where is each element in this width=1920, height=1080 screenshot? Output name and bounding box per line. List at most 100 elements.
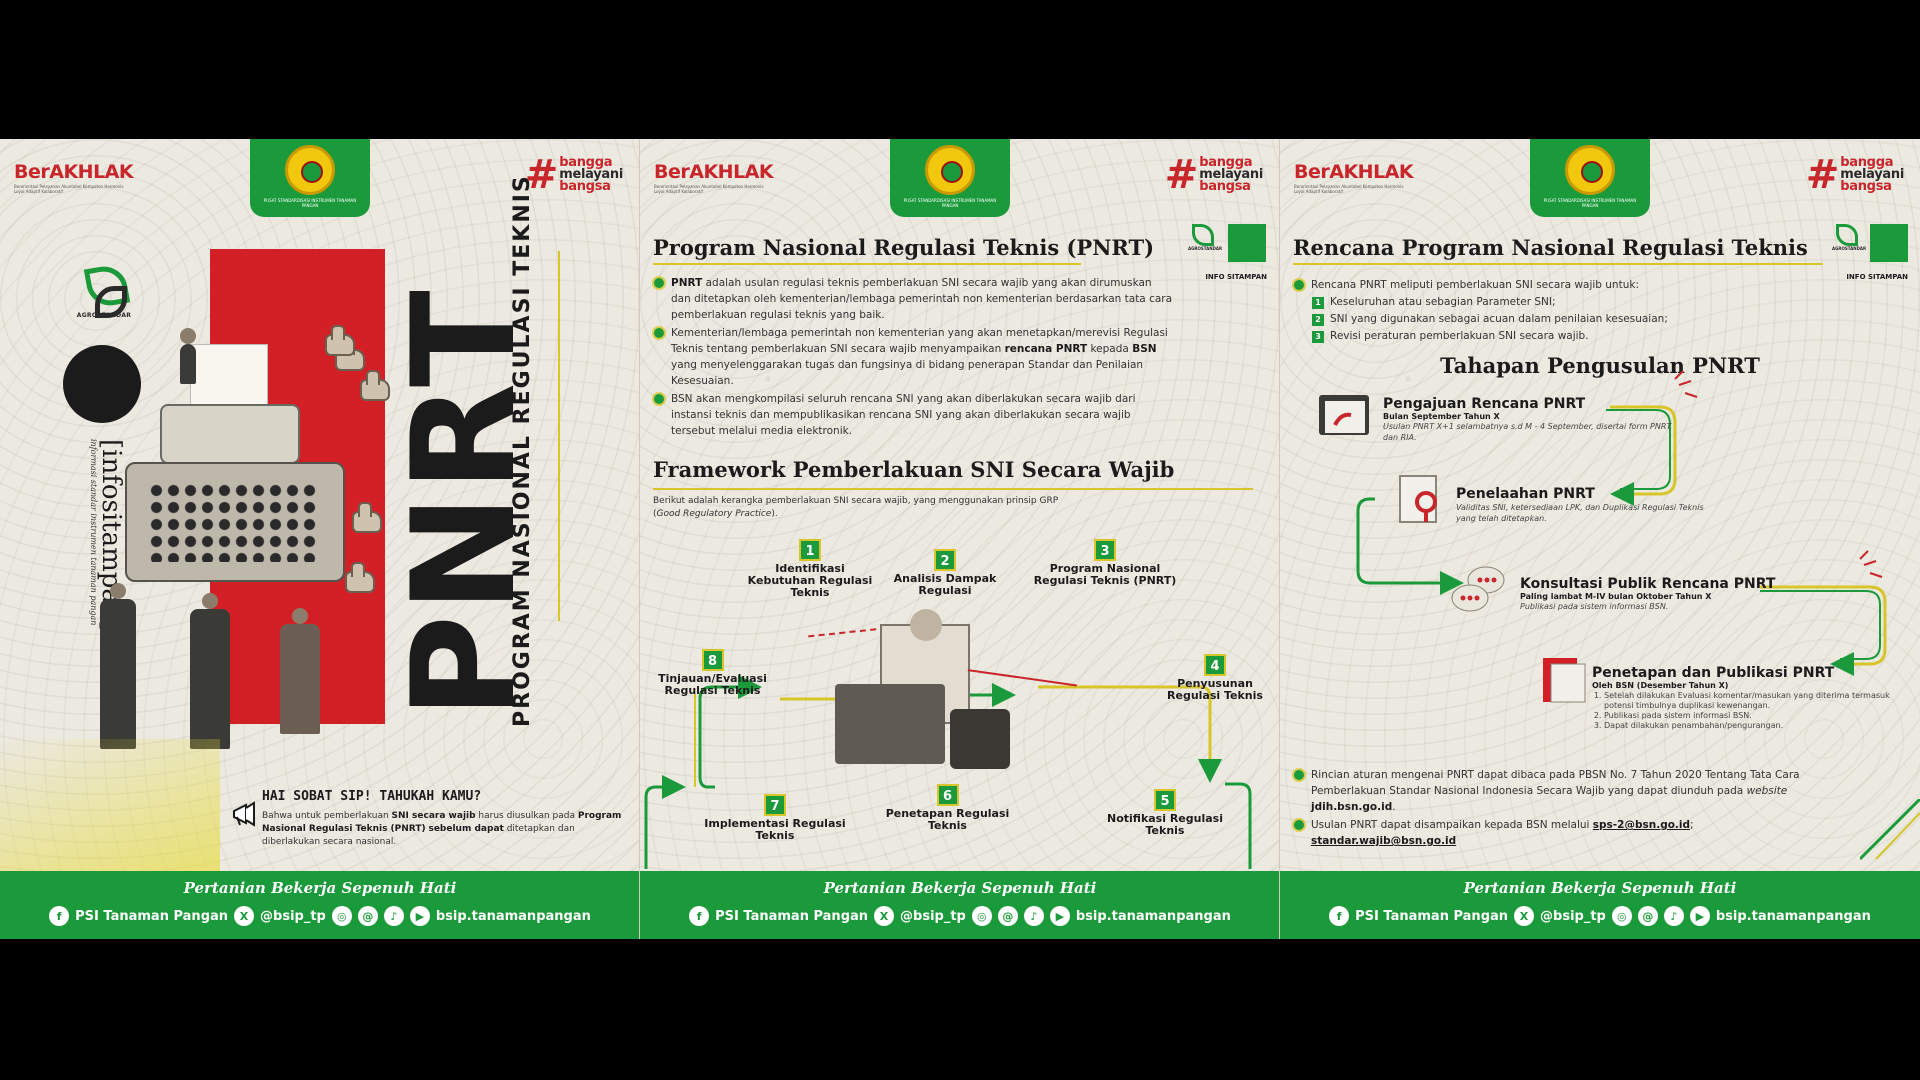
bangga-melayani-logo: # bangga melayani bangsa [1805,152,1905,198]
panel-pnrt-framework: BerAKHLAK Berorientasi Pelayanan Akuntab… [640,139,1280,939]
ministry-emblem-icon [1565,145,1615,195]
tahapan-step-3: Konsultasi Publik Rencana PNRT Paling la… [1520,576,1776,611]
instagram-icon[interactable]: ◎ [1611,906,1632,926]
page-title: Rencana Program Nasional Regulasi Teknis [1293,235,1808,260]
agrostandar-mini-logo: AGROSTANDAR [1188,224,1222,258]
title-underline [653,263,1081,265]
emblem-tab: PUSAT STANDARDISASI INSTRUMEN TANAMAN PA… [890,139,1010,217]
panel-cover: BerAKHLAK Berorientasi Pelayanan Akuntab… [0,139,640,939]
tahapan-step-2: Penelaahan PNRT Validitas SNI, ketersedi… [1456,486,1704,523]
thumbs-up-icon [325,325,355,356]
tahapan-step-4: Penetapan dan Publikasi PNRT Oleh BSN (D… [1592,665,1912,731]
typewriter-top [160,404,300,464]
man-figure-center [190,593,230,749]
list-item: BSN akan mengkompilasi seluruh rencana S… [654,391,1174,439]
threads-icon[interactable]: @ [997,906,1018,926]
framework-step-3: 3 Program Nasional Regulasi Teknis (PNRT… [1025,539,1185,587]
list-item: Rincian aturan mengenai PNRT dapat dibac… [1294,767,1834,815]
youtube-icon[interactable]: ▶ [1689,906,1710,926]
framework-step-2: 2 Analisis Dampak Regulasi [880,549,1010,597]
framework-step-7: 7 Implementasi Regulasi Teknis [695,794,855,842]
framework-step-5: 5 Notifikasi Regulasi Teknis [1100,789,1230,837]
instagram-icon[interactable]: ◎ [971,906,992,926]
x-icon[interactable]: X [1514,906,1535,926]
social-links: f PSI Tanaman Pangan X @bsip_tp ◎ @ ♪ ▶ … [0,906,639,926]
hai-sobat-box: HAI SOBAT SIP! TAHUKAH KAMU? Bahwa untuk… [262,789,632,849]
walking-person-figure [180,328,196,384]
framework-step-8: 8 Tinjauan/Evaluasi Regulasi Teknis [650,649,775,697]
publication-book-icon [1543,658,1586,703]
green-square [1228,224,1266,262]
x-icon[interactable]: X [234,906,255,926]
youtube-icon[interactable]: ▶ [1049,906,1070,926]
framework-intro: Berikut adalah kerangka pemberlakuan SNI… [653,496,1059,519]
instagram-icon[interactable]: ◎ [331,906,352,926]
facebook-icon[interactable]: f [1329,906,1350,926]
section-title: Framework Pemberlakuan SNI Secara Wajib [653,457,1175,482]
social-links: f PSI Tanaman Pangan X @bsip_tp ◎ @ ♪ ▶ … [640,906,1279,926]
berakhlak-logo: BerAKHLAK Berorientasi Pelayanan Akuntab… [14,161,134,194]
tahapan-title: Tahapan Pengusulan PNRT [1440,353,1760,378]
thumbs-up-icon [360,370,390,401]
tiktok-icon[interactable]: ♪ [1023,906,1044,926]
pnrt-bullets: PNRT adalah usulan regulasi teknis pembe… [654,275,1174,441]
hai-sobat-text: Bahwa untuk pemberlakuan SNI secara waji… [262,811,622,847]
man-figure-left [100,583,136,749]
agrostandar-mini-logo: AGROSTANDAR [1832,224,1866,258]
tahapan-flow-arrows [1356,370,1887,676]
rencana-notes: Rincian aturan mengenai PNRT dapat dibac… [1294,767,1834,851]
thumbs-up-icon [352,502,382,533]
youtube-icon[interactable]: ▶ [409,906,430,926]
x-icon[interactable]: X [874,906,895,926]
tiktok-icon[interactable]: ♪ [383,906,404,926]
folder-document-icon [1319,395,1369,435]
title-underline [1293,263,1823,265]
green-square [1870,224,1908,262]
chat-bubbles-icon [1451,566,1505,612]
megaphone-icon [233,801,255,827]
panel-rencana-pnrt: BerAKHLAK Berorientasi Pelayanan Akuntab… [1280,139,1920,939]
thumbs-up-icon [345,562,375,593]
threads-icon[interactable]: @ [1637,906,1658,926]
typewriter-image [950,709,1010,769]
framework-step-4: 4 Penyusunan Regulasi Teknis [1155,654,1275,702]
berakhlak-logo: BerAKHLAK Berorientasi Pelayanan Akuntab… [654,161,774,194]
info-sitampan-badge: INFO SITAMPAN [1205,273,1267,281]
footer: Pertanian Bekerja Sepenuh Hati f PSI Tan… [1280,871,1920,939]
tahapan-step-1: Pengajuan Rencana PNRT Bulan September T… [1383,396,1672,442]
typewriter-keys [148,482,318,562]
section-underline [653,488,1253,490]
agrostandar-icon [1192,224,1214,246]
corner-arrow-decoration [1860,799,1920,861]
ministry-emblem-icon [925,145,975,195]
info-sitampan-badge: INFO SITAMPAN [1846,273,1908,281]
framework-step-6: 6 Penetapan Regulasi Teknis [880,784,1015,832]
email-link[interactable]: sps-2@bsn.go.id [1592,819,1691,831]
bangga-melayani-logo: # bangga melayani bangsa [1164,152,1264,198]
list-item: Usulan PNRT dapat disampaikan kepada BSN… [1294,817,1834,849]
yellow-glow [0,739,220,879]
tiktok-icon[interactable]: ♪ [1663,906,1684,926]
social-links: f PSI Tanaman Pangan X @bsip_tp ◎ @ ♪ ▶ … [1280,906,1920,926]
list-item: Kementerian/lembaga pemerintah non kemen… [654,325,1174,389]
black-circle [63,345,141,423]
facebook-icon[interactable]: f [689,906,710,926]
agrostandar-logo: AGROSTANDAR [64,264,144,319]
threads-icon[interactable]: @ [357,906,378,926]
emblem-tab: PUSAT STANDARDISASI INSTRUMEN TANAMAN PA… [1530,139,1650,217]
man-figure-right [280,608,320,734]
framework-collage [790,609,1120,789]
footer: Pertanian Bekerja Sepenuh Hati f PSI Tan… [640,871,1279,939]
facebook-icon[interactable]: f [49,906,70,926]
agrostandar-icon [1836,224,1858,246]
ministry-emblem-icon [285,145,335,195]
typewriter-collage [100,328,360,749]
yellow-divider [558,251,560,621]
list-item: PNRT adalah usulan regulasi teknis pembe… [654,275,1174,323]
berakhlak-logo: BerAKHLAK Berorientasi Pelayanan Akuntab… [1294,161,1414,194]
email-link[interactable]: standar.wajib@bsn.go.id [1311,835,1457,847]
